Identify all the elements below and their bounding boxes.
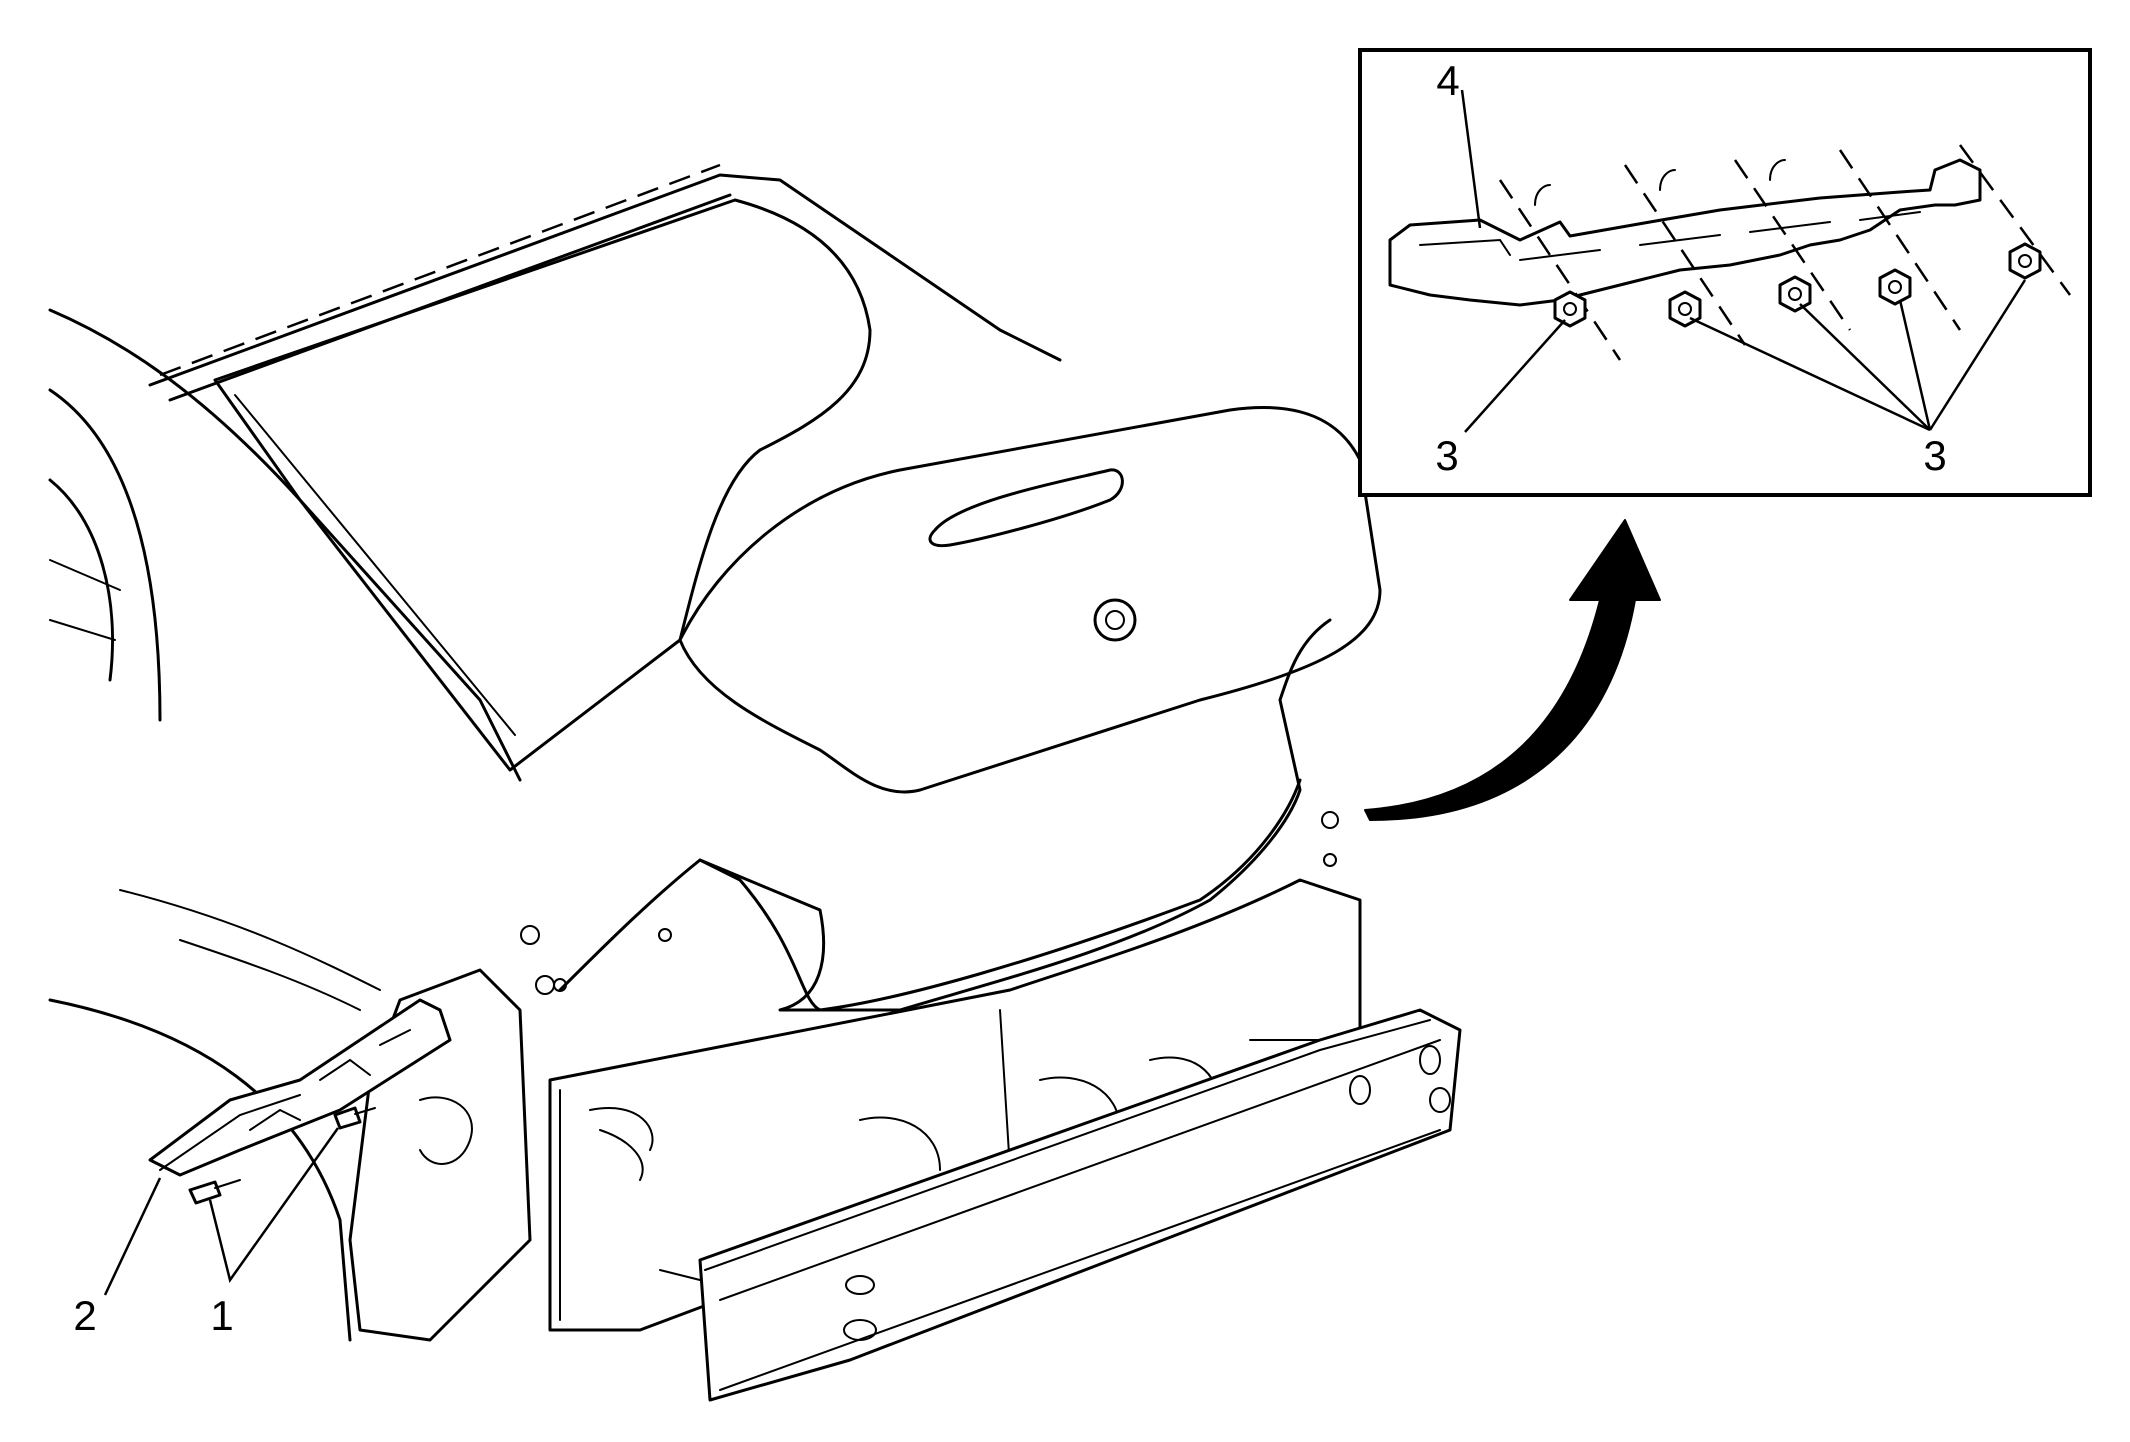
nut [1778,275,1812,313]
rear-bumper-impact-bar [659,1008,1462,1402]
callout-label-4: 4 [1436,57,1459,104]
vehicle-body [48,163,1382,1342]
leader-line-1 [208,1127,340,1283]
nut [2008,242,2042,280]
detail-inset: 4 3 3 [1358,48,2092,497]
leader-line-4 [1460,89,1482,229]
nut [1668,290,1702,328]
callout-label-3-left: 3 [1435,432,1458,479]
nut [1553,290,1587,328]
side-bumper-bracket [148,998,452,1177]
nut [1878,268,1912,306]
callout-label-1: 1 [210,1292,233,1339]
callout-label-2: 2 [73,1292,96,1339]
leader-line-3-left [1464,319,1566,433]
callout-label-3-right: 3 [1923,432,1946,479]
detail-view-arrow [1364,519,1661,821]
leader-line-3-right [1689,279,2027,432]
leader-line-2 [103,1177,162,1296]
bracket-screws [188,1106,376,1205]
